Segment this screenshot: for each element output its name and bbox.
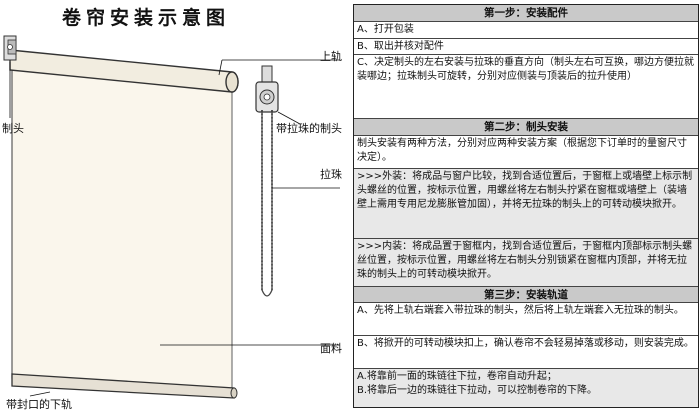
left-bracket-icon (3, 35, 17, 61)
chain-bracket-icon (255, 65, 279, 113)
step3-item-a: A、先将上轨右端套入带拉珠的制头，然后将上轨左端套入无拉珠的制头。 (354, 303, 698, 336)
label-bracket: 制头 (2, 122, 24, 135)
label-bottom-rail: 带封口的下轨 (6, 398, 72, 411)
step1-item-b: B、取出并核对配件 (354, 39, 698, 55)
blind-fabric (11, 57, 233, 393)
diagram-panel: 卷帘安装示意图 上轨 制头 带拉珠的制头 拉珠 面料 带封口的下轨 (0, 0, 348, 411)
bead-chain-icon (261, 110, 273, 297)
label-chain: 拉珠 (320, 168, 342, 181)
label-fabric: 面料 (320, 342, 342, 355)
step1-header: 第一步：安装配件 (354, 5, 698, 22)
step2-header: 第二步：制头安装 (354, 119, 698, 136)
label-bracket-with-chain: 带拉珠的制头 (276, 122, 342, 135)
step2-intro: 制头安装有两种方法，分别对应两种安装方案（根据您下订单时的量窗尺寸决定）。 (354, 136, 698, 169)
step1-item-c: C、决定制头的左右安装与拉珠的垂直方向（制头左右可互换，哪边方便拉就装哪边；拉珠… (354, 55, 698, 119)
step3-header: 第三步：安装轨道 (354, 287, 698, 303)
roller-blind-diagram (3, 35, 340, 399)
diagram-title: 卷帘安装示意图 (62, 7, 231, 29)
step3-item-b: B、将掀开的可转动模块扣上，确认卷帘不会轻易掉落或移动，则安装完成。 (354, 336, 698, 369)
step2-external: >>>外装：将成品与窗户比较，找到合适位置后，于窗框上或墙壁上标示制头螺丝的位置… (354, 169, 698, 239)
step1-item-a: A、打开包装 (354, 22, 698, 39)
step2-internal: >>>内装：将成品置于窗框内，找到合适位置后，于窗框内顶部标示制头螺丝位置，按标… (354, 239, 698, 287)
step3-operation: A.将靠前一面的珠链往下拉，卷帘自动升起； B.将靠后一边的珠链往下拉动，可以控… (354, 369, 698, 407)
instructions-table: 第一步：安装配件 A、打开包装 B、取出并核对配件 C、决定制头的左右安装与拉珠… (353, 4, 699, 408)
label-top-rail: 上轨 (320, 50, 342, 63)
